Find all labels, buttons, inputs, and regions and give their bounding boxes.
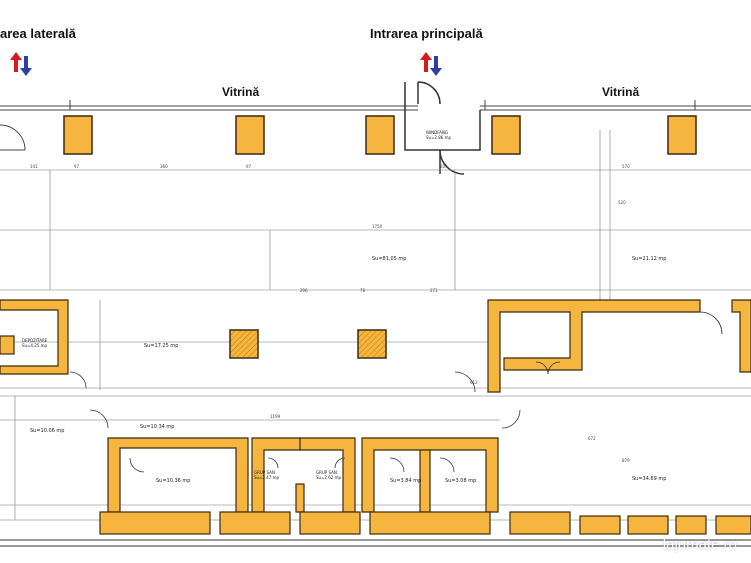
side-entrance-label: area laterală (0, 26, 76, 41)
room-area-windfang: WINDFANG Su=2.86 mp (426, 130, 452, 140)
facade-columns (63, 115, 697, 155)
vitrine-right-label: Vitrină (602, 85, 640, 99)
interior-doors (69, 311, 723, 473)
dimension-label: 612 (470, 380, 478, 385)
dimension-label: 1199 (270, 414, 281, 419)
dimension-label: 360 (160, 164, 168, 169)
watermark: lajumate.ro (662, 536, 737, 553)
bottom-exterior (0, 539, 751, 547)
dimension-label: 204 (440, 164, 448, 169)
room-area-grup-sanitar-1: GRUP SAN. Su=2.47 mp (254, 470, 280, 480)
dimension-label: 879 (622, 458, 630, 463)
room-area-corridor-left: Su=10.06 mp (30, 428, 65, 434)
room-area-depozitare: DEPOZITARE Su=4.25 mp (22, 338, 48, 348)
room-area-storage-right: Su=34.69 mp (632, 476, 667, 482)
windfang-entrance (404, 81, 481, 175)
middle-columns (229, 329, 387, 359)
dimension-label: 141 (30, 164, 38, 169)
hall-grid-lines (0, 130, 751, 521)
room-area-office-2: Su=3.84 mp (390, 478, 422, 484)
dimension-label: 520 (618, 200, 626, 205)
dimension-label: 78 (360, 288, 366, 293)
vitrine-left-label: Vitrină (222, 85, 260, 99)
structural-walls (0, 299, 751, 535)
room-area-sales-left: Su=81.05 mp (372, 256, 407, 262)
main-entrance-arrows (420, 52, 442, 76)
room-area-grup-sanitar-2: GRUP SAN. Su=2.62 mp (316, 470, 342, 480)
side-entrance-arrows (10, 52, 32, 76)
room-area-corridor-mid: Su=10.34 mp (140, 424, 175, 430)
main-entrance-label: Intrarea principală (370, 26, 483, 41)
dimension-label: 672 (588, 436, 596, 441)
dimension-label: 271 (430, 288, 438, 293)
room-area-sales-right: Su=21.12 mp (632, 256, 667, 262)
dimension-label: 97 (74, 164, 80, 169)
dimension-label: 570 (622, 164, 630, 169)
dimension-label: 206 (300, 288, 308, 293)
dimension-label: 1750 (372, 224, 383, 229)
front-facade (0, 100, 751, 151)
room-area-office-1: Su=10.36 mp (156, 478, 191, 484)
room-area-hall-mid: Su=17.25 mp (144, 343, 179, 349)
room-area-office-3: Su=3.08 mp (445, 478, 477, 484)
dimension-label: 97 (246, 164, 252, 169)
